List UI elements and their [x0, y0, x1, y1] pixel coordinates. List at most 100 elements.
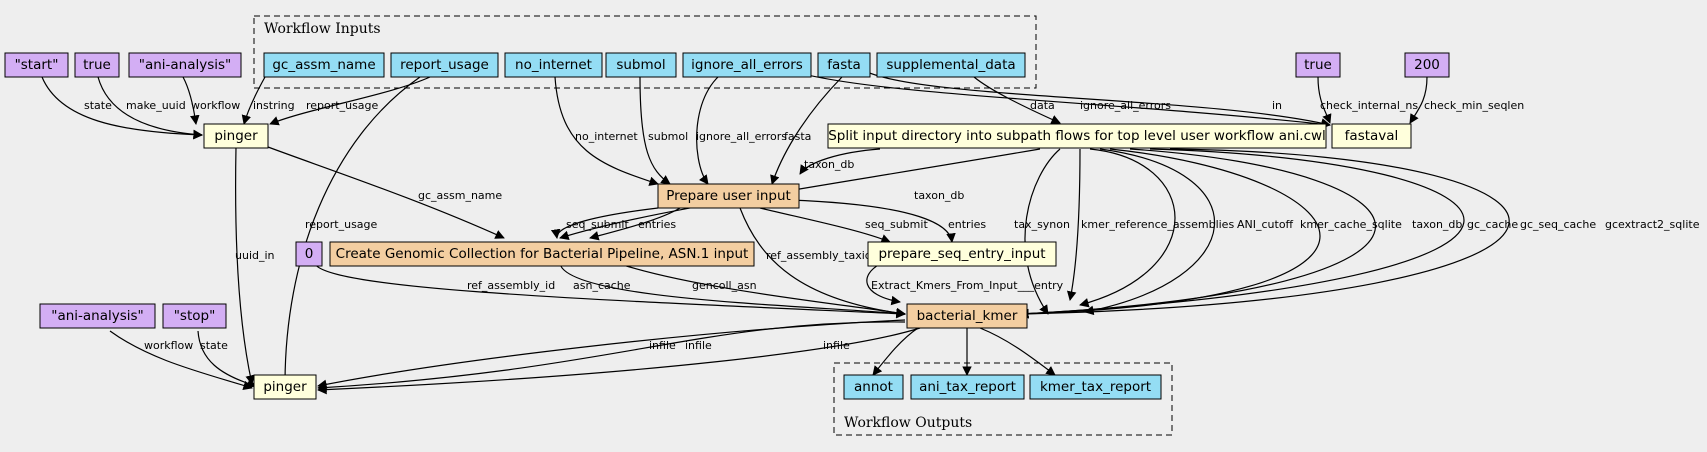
edge-label-ani-cutoff: ANI_cutoff: [1237, 218, 1294, 231]
workflow-inputs-title: Workflow Inputs: [264, 21, 381, 37]
node-kmer-tax-report[interactable]: kmer_tax_report: [1029, 374, 1162, 400]
node-true-1[interactable]: true: [74, 52, 120, 78]
edge-label-infile-3: infile: [823, 339, 850, 352]
edge-label-infile: infile: [649, 339, 676, 352]
svg-text:gc_assm_name: gc_assm_name: [272, 57, 375, 73]
svg-text:kmer_tax_report: kmer_tax_report: [1040, 379, 1151, 395]
node-zero[interactable]: 0: [295, 241, 323, 267]
edge-label-tax-synon: tax_synon: [1014, 218, 1070, 231]
edge-label-data: data: [1030, 99, 1055, 112]
node-submol[interactable]: submol: [605, 52, 677, 78]
svg-text:"ani-analysis": "ani-analysis": [139, 57, 232, 73]
edge-label-gc-seq-cache: gc_seq_cache: [1520, 218, 1596, 231]
node-stop[interactable]: "stop": [162, 303, 227, 329]
edge-label-taxon-db: taxon_db: [804, 158, 854, 171]
edge-label-no-internet: no_internet: [575, 130, 638, 143]
edge-label-workflow-2: workflow: [144, 339, 193, 352]
node-split-input-directory[interactable]: Split input directory into subpath flows…: [827, 123, 1327, 149]
edge-label-instring: instring: [253, 99, 295, 112]
edge-label-submol: submol: [648, 130, 688, 143]
edge-label-report-usage-2: report_usage: [305, 218, 378, 231]
edge-label-report-usage: report_usage: [306, 99, 379, 112]
node-supplemental-data[interactable]: supplemental_data: [876, 52, 1026, 78]
edge-label-workflow: workflow: [191, 99, 240, 112]
svg-text:Prepare user input: Prepare user input: [666, 188, 791, 204]
edge-label-seq-submit: seq_submit: [566, 218, 629, 231]
edge-label-extract-kmers-entry: Extract_Kmers_From_Input___entry: [871, 279, 1064, 292]
svg-text:supplemental_data: supplemental_data: [886, 57, 1015, 73]
svg-text:ignore_all_errors: ignore_all_errors: [691, 57, 803, 73]
node-report-usage[interactable]: report_usage: [390, 52, 499, 78]
svg-text:report_usage: report_usage: [400, 57, 489, 73]
node-prepare-seq-entry-input[interactable]: prepare_seq_entry_input: [867, 241, 1057, 267]
svg-text:prepare_seq_entry_input: prepare_seq_entry_input: [878, 246, 1045, 262]
edge-label-ignore-all-errors: ignore_all_errors: [696, 130, 787, 143]
node-ignore-all-errors[interactable]: ignore_all_errors: [682, 52, 812, 78]
node-start[interactable]: "start": [4, 52, 69, 78]
edge-label-entries: entries: [638, 218, 676, 231]
svg-text:true: true: [83, 57, 111, 73]
node-pinger-1[interactable]: pinger: [203, 123, 269, 149]
svg-text:ani_tax_report: ani_tax_report: [919, 379, 1016, 395]
edge-label-check-internal-ns: check_internal_ns: [1320, 99, 1418, 112]
edge-label-state-2: state: [200, 339, 228, 352]
svg-text:fasta: fasta: [827, 57, 861, 73]
edge-label-fasta: fasta: [784, 130, 811, 143]
edges: [41, 66, 1510, 395]
edge-label-entries-2: entries: [948, 218, 986, 231]
svg-text:pinger: pinger: [214, 128, 258, 144]
svg-text:"ani-analysis": "ani-analysis": [51, 308, 144, 324]
svg-text:annot: annot: [854, 379, 893, 395]
node-true-2[interactable]: true: [1295, 52, 1341, 78]
node-bacterial-kmer[interactable]: bacterial_kmer: [906, 303, 1028, 329]
edge-label-in: in: [1272, 99, 1282, 112]
svg-text:bacterial_kmer: bacterial_kmer: [917, 308, 1018, 324]
node-prepare-user-input[interactable]: Prepare user input: [657, 183, 800, 209]
edge-label-infile-2: infile: [685, 339, 712, 352]
edge-label-check-min-seqlen: check_min_seqlen: [1424, 99, 1524, 112]
svg-text:"start": "start": [15, 57, 59, 73]
node-ani-analysis-2[interactable]: "ani-analysis": [39, 303, 156, 329]
nodes: "start" true "ani-analysis" gc_assm_name…: [4, 52, 1450, 400]
edge-label-taxon-db-3: taxon_db: [1412, 218, 1462, 231]
node-ani-tax-report[interactable]: ani_tax_report: [910, 374, 1025, 400]
node-ani-analysis-1[interactable]: "ani-analysis": [128, 52, 242, 78]
node-fasta[interactable]: fasta: [817, 52, 871, 78]
node-create-genomic-collection[interactable]: Create Genomic Collection for Bacterial …: [329, 241, 755, 267]
workflow-outputs-title: Workflow Outputs: [844, 415, 972, 431]
node-no-internet[interactable]: no_internet: [504, 52, 603, 78]
svg-text:pinger: pinger: [263, 379, 307, 395]
node-annot[interactable]: annot: [843, 374, 904, 400]
edge-label-seq-submit-2: seq_submit: [865, 218, 928, 231]
svg-text:Split input directory into sub: Split input directory into subpath flows…: [828, 128, 1326, 144]
node-200[interactable]: 200: [1404, 52, 1450, 78]
workflow-outputs-cluster: Workflow Outputs: [833, 362, 1173, 436]
node-pinger-2[interactable]: pinger: [253, 374, 317, 400]
svg-text:no_internet: no_internet: [515, 57, 592, 73]
edge-label-ignore-all-errors-2: ignore_all_errors: [1080, 99, 1171, 112]
edge-label-state: state: [84, 99, 112, 112]
svg-text:submol: submol: [616, 57, 665, 73]
edge-label-kmer-reference-assemblies: kmer_reference_assemblies: [1081, 218, 1234, 231]
edge-label-ref-assembly-taxid: ref_assembly_taxid: [766, 249, 872, 262]
edge-label-gc-cache: gc_cache: [1467, 218, 1518, 231]
svg-text:fastaval: fastaval: [1345, 128, 1399, 144]
edge-label-taxon-db-2: taxon_db: [914, 189, 964, 202]
edge-label-make-uuid: make_uuid: [126, 99, 186, 112]
svg-text:0: 0: [305, 246, 314, 262]
node-fastaval[interactable]: fastaval: [1331, 123, 1412, 149]
svg-text:Create Genomic Collection for: Create Genomic Collection for Bacterial …: [336, 246, 749, 262]
edge-label-gcextract2-sqlite: gcextract2_sqlite: [1605, 218, 1700, 231]
edge-label-gc-assm-name: gc_assm_name: [418, 189, 502, 202]
edge-labels: state make_uuid workflow instring report…: [84, 99, 1700, 352]
edge-label-asn-cache: asn_cache: [573, 279, 631, 292]
edge-label-uuid-in: uuid_in: [235, 249, 275, 262]
edge-label-ref-assembly-id: ref_assembly_id: [467, 279, 555, 292]
edge-label-kmer-cache-sqlite: kmer_cache_sqlite: [1300, 218, 1402, 231]
svg-text:200: 200: [1414, 57, 1440, 73]
edge-label-gencoll-asn: gencoll_asn: [692, 279, 757, 292]
workflow-inputs-cluster: Workflow Inputs: [253, 15, 1037, 89]
node-gc-assm-name[interactable]: gc_assm_name: [263, 52, 385, 78]
svg-text:true: true: [1304, 57, 1332, 73]
